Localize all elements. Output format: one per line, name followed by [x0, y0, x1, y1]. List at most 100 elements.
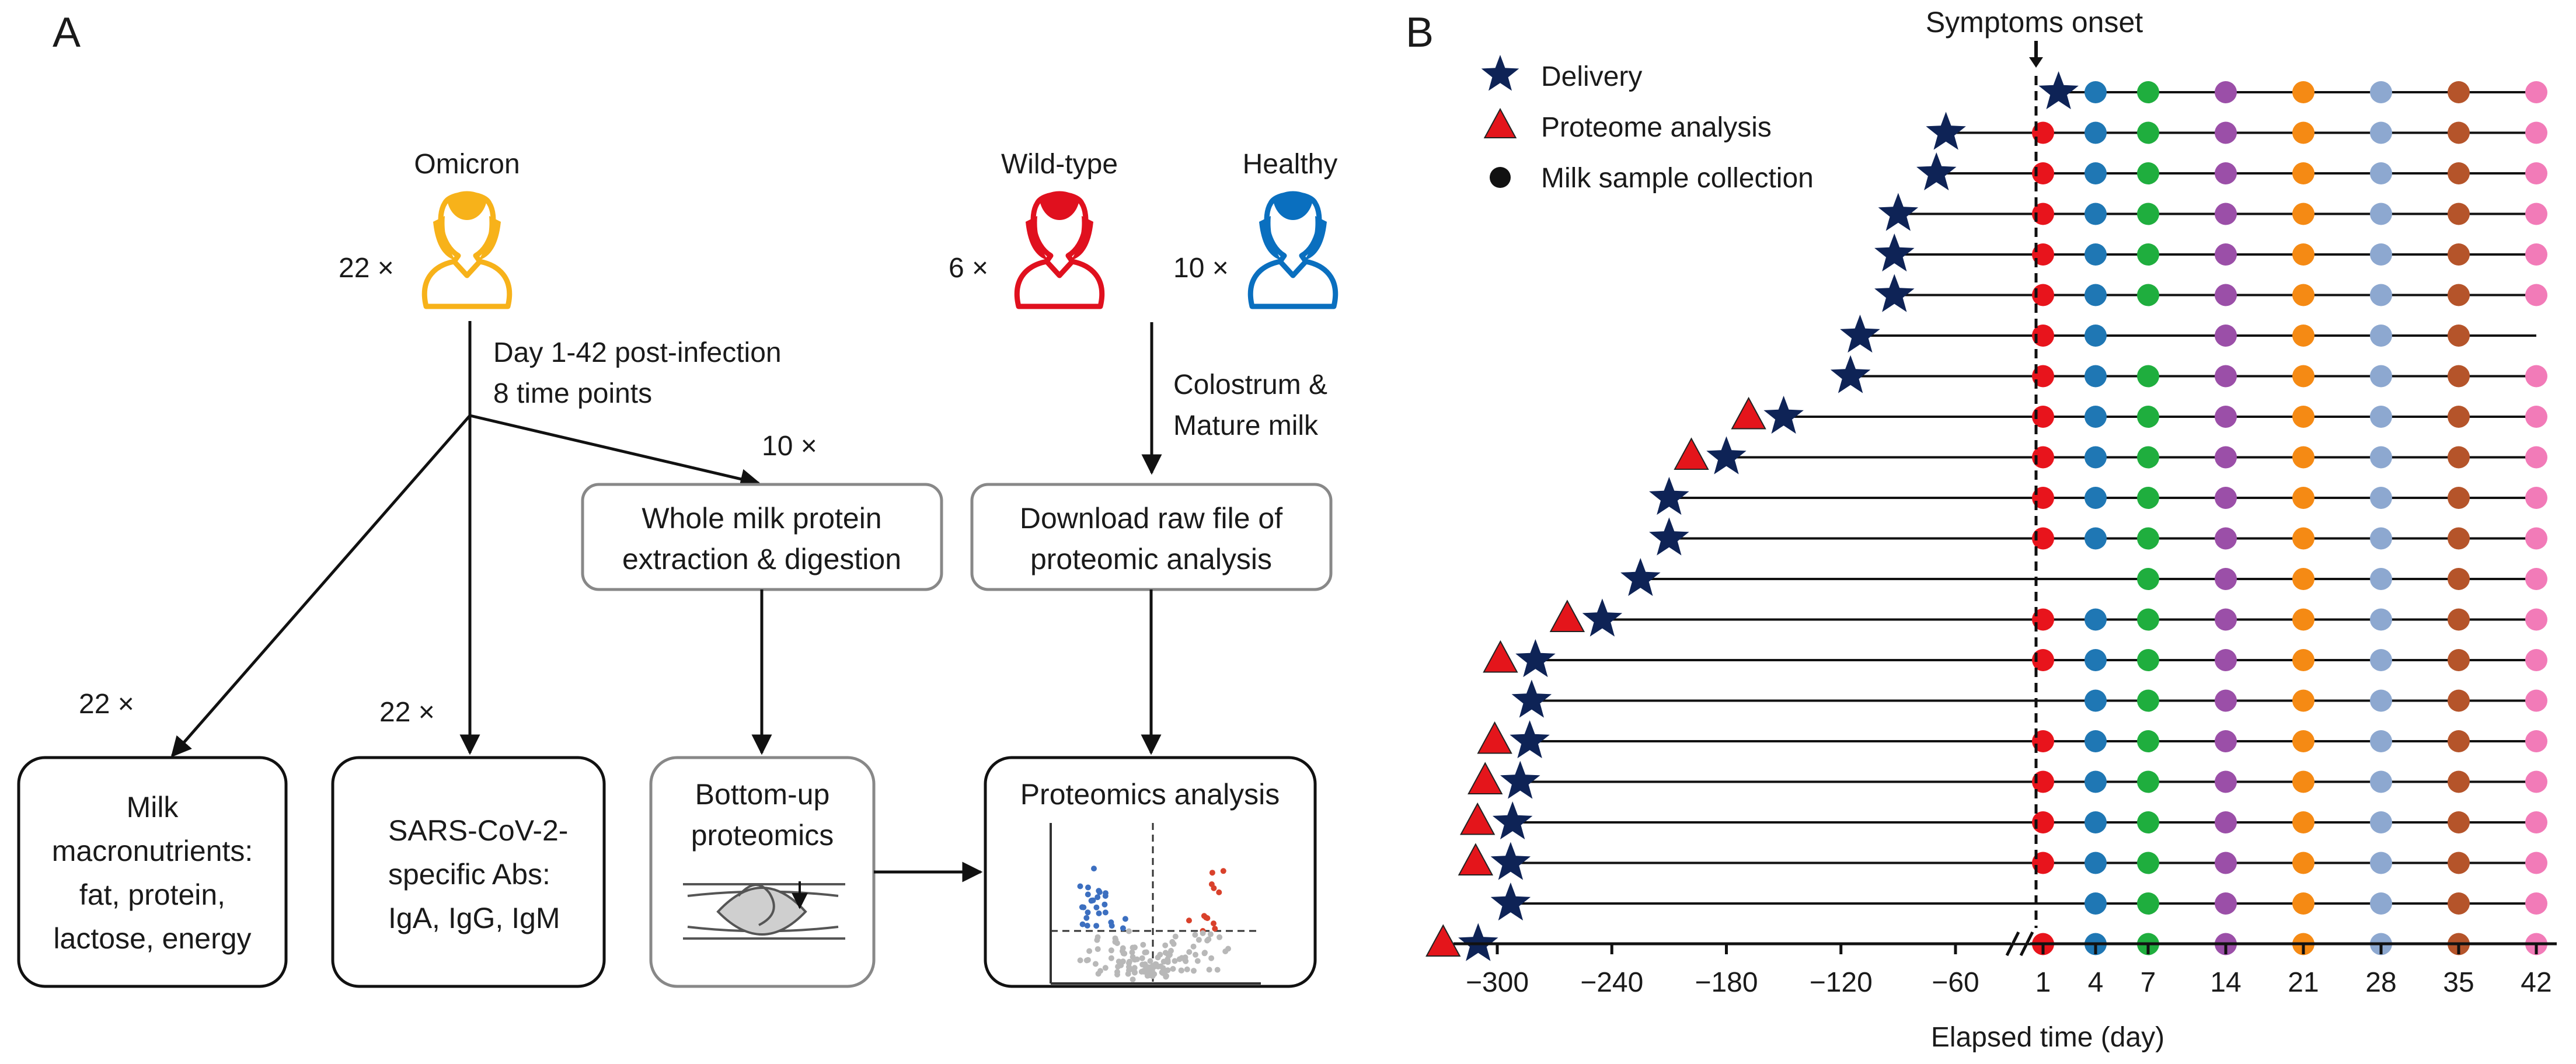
healthy-milk-text-2: Mature milk — [1173, 410, 1319, 441]
volcano-dot — [1132, 944, 1138, 951]
sample-dot — [2370, 527, 2392, 550]
x-tick-label: 21 — [2288, 967, 2319, 998]
volcano-dot — [1191, 968, 1197, 974]
volcano-dot — [1088, 898, 1094, 904]
volcano-dot — [1155, 954, 1161, 961]
sample-dot — [2292, 446, 2314, 469]
participant-row — [1490, 882, 2547, 921]
proteome-triangle — [1459, 802, 1496, 835]
antibodies-text-2: specific Abs: — [388, 858, 550, 891]
sample-dot — [2370, 892, 2392, 915]
panel-b-label: B — [1406, 9, 1434, 56]
delivery-star — [1458, 923, 1498, 961]
sample-dot — [2292, 689, 2314, 712]
delivery-star — [1706, 436, 1747, 475]
delivery-star — [1500, 761, 1540, 799]
sample-dot — [2084, 770, 2107, 793]
sample-dot — [2215, 811, 2237, 833]
sample-dot — [2370, 649, 2392, 671]
legend-triangle-icon — [1483, 107, 1517, 138]
delivery-star — [1515, 639, 1556, 678]
x-axis-label: Elapsed time (day) — [1931, 1022, 2164, 1053]
download-text-2: proteomic analysis — [1030, 543, 1272, 575]
proteome-triangle — [1425, 924, 1461, 957]
volcano-dot — [1139, 955, 1145, 961]
sample-dot — [2292, 527, 2314, 550]
volcano-dot — [1085, 909, 1091, 916]
sample-dot — [2292, 487, 2314, 509]
x-tick-label: 14 — [2210, 967, 2241, 998]
macronutrients-text-4: lactose, energy — [53, 922, 251, 955]
sample-dot — [2137, 446, 2159, 469]
sample-dot — [2084, 365, 2107, 388]
volcano-dot — [1109, 923, 1115, 929]
sample-dot — [2215, 852, 2237, 874]
volcano-dot — [1163, 974, 1169, 980]
sample-dot — [2448, 770, 2470, 793]
omicron-count: 22 × — [339, 253, 394, 284]
x-tick-label: 1 — [2035, 967, 2051, 998]
sample-dot — [2084, 446, 2107, 469]
participant-row — [1878, 193, 2547, 231]
macronutrients-box — [17, 756, 288, 988]
legend-item-proteome: Proteome analysis — [1483, 107, 1772, 143]
sample-dot — [2448, 121, 2470, 144]
sample-dot — [2215, 446, 2237, 469]
participant-row — [1830, 355, 2547, 393]
volcano-dot — [1147, 958, 1153, 964]
sample-dot — [2525, 811, 2547, 833]
sample-dot — [2448, 730, 2470, 752]
sample-dot — [2292, 811, 2314, 833]
sample-dot — [2215, 568, 2237, 590]
omicron-person-icon — [424, 191, 509, 307]
sample-dot — [2215, 649, 2237, 671]
volcano-dot — [1129, 949, 1135, 955]
sample-dot — [2215, 121, 2237, 144]
sample-dot — [2370, 608, 2392, 631]
sample-dot — [2448, 406, 2470, 428]
volcano-dot — [1085, 891, 1091, 898]
proteome-triangle — [1483, 640, 1518, 673]
volcano-dot — [1094, 934, 1101, 940]
delivery-star — [1511, 679, 1552, 718]
sample-dot — [2448, 689, 2470, 712]
sample-dot — [2370, 325, 2392, 347]
sample-dot — [2370, 770, 2392, 793]
sample-dot — [2084, 608, 2107, 631]
sample-dot — [2525, 649, 2547, 671]
sample-dot — [2292, 243, 2314, 266]
sample-dot — [2525, 568, 2547, 590]
participant-row — [1467, 761, 2547, 799]
sample-dot — [2137, 689, 2159, 712]
proteome-triangle — [1458, 843, 1494, 875]
volcano-dot — [1114, 969, 1120, 975]
volcano-dot — [1186, 918, 1192, 924]
sample-dot — [2448, 649, 2470, 671]
sample-dot — [2215, 892, 2237, 915]
timeline-text-1: Day 1-42 post-infection — [493, 337, 782, 368]
volcano-dot — [1091, 866, 1097, 872]
delivery-star — [1763, 396, 1804, 434]
sample-dot — [2370, 121, 2392, 144]
participant-row — [1874, 274, 2547, 312]
download-text-1: Download raw file of — [1020, 502, 1282, 535]
sample-dot — [2525, 162, 2547, 184]
volcano-dot — [1120, 925, 1126, 932]
delivery-star — [1916, 152, 1957, 191]
volcano-dot — [1140, 941, 1146, 948]
antibodies-text-1: SARS-CoV-2- — [388, 814, 568, 847]
sample-dot — [2448, 892, 2470, 915]
delivery-star — [1830, 355, 1871, 393]
sample-dot — [2084, 406, 2107, 428]
volcano-dot — [1096, 910, 1102, 916]
legend-label: Milk sample collection — [1541, 163, 1814, 194]
sample-dot — [2370, 365, 2392, 388]
participant-row — [1649, 517, 2547, 556]
volcano-dot — [1208, 955, 1215, 961]
volcano-dot — [1079, 921, 1086, 927]
arrow-to-extraction — [469, 414, 761, 489]
sample-dot — [2292, 852, 2314, 874]
x-tick-label: −60 — [1932, 967, 1979, 998]
volcano-dot — [1108, 955, 1114, 961]
